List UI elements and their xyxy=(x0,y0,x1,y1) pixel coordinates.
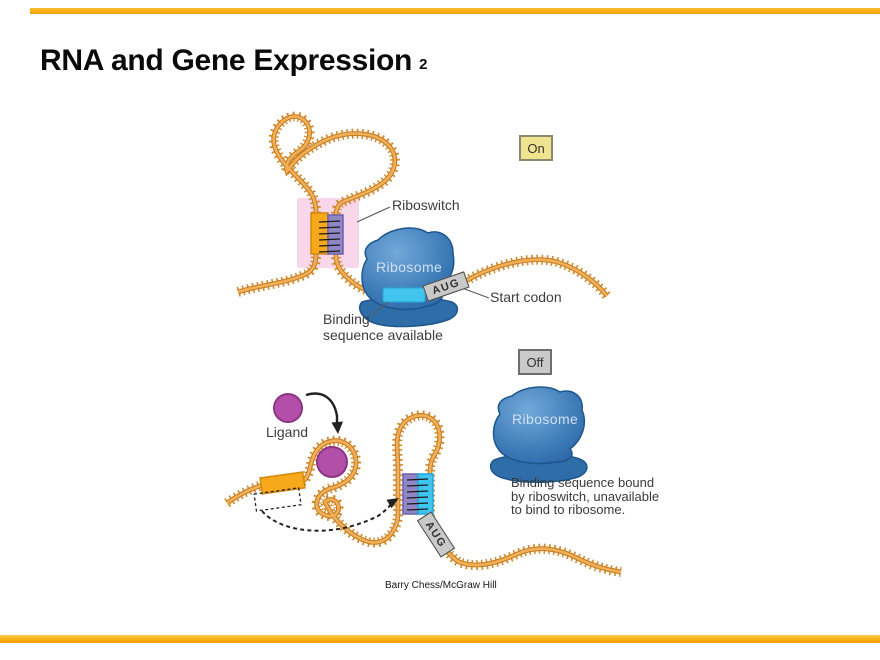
state-badge-on: On xyxy=(519,135,553,161)
binding-available-line2: sequence available xyxy=(323,326,443,343)
ribosome-label-on: Ribosome xyxy=(376,259,443,275)
base-pair-hatching-top xyxy=(318,220,341,253)
ribosome-label-off: Ribosome xyxy=(512,411,579,427)
ligand-label: Ligand xyxy=(266,424,309,440)
bottom-accent-bar xyxy=(0,635,880,643)
title-slide-number: 2 xyxy=(419,56,428,73)
off-badge-label: Off xyxy=(526,354,544,370)
top-accent-bar xyxy=(30,8,880,14)
conformation-change-arrow xyxy=(261,498,399,532)
binding-sequence-available-label: Binding sequence available xyxy=(323,311,443,343)
start-codon-label: Start codon xyxy=(490,289,562,305)
image-credit: Barry Chess/McGraw Hill xyxy=(385,580,497,591)
binding-available-line1: Binding xyxy=(323,311,370,327)
state-badge-off: Off xyxy=(518,349,552,375)
ribosome-large-subunit-off xyxy=(492,386,586,465)
caption-line2: by riboswitch, unavailable xyxy=(511,488,660,504)
riboswitch-leader-line xyxy=(356,206,391,223)
binding-sequence-leader-line xyxy=(369,301,389,317)
on-badge-label: On xyxy=(527,140,545,156)
riboswitch-label: Riboswitch xyxy=(392,197,460,213)
title-text: RNA and Gene Expression xyxy=(40,44,413,77)
base-pair-hatching-bottom xyxy=(406,478,429,511)
caption-line3: to bind to ribosome. xyxy=(511,502,626,518)
page-title: RNA and Gene Expression 2 xyxy=(40,44,427,78)
ligand-molecule-free xyxy=(273,393,303,423)
ligand-binding-arrow xyxy=(305,392,343,434)
binding-sequence-segment-on xyxy=(382,287,426,303)
riboswitch-purple-segment xyxy=(327,214,344,255)
former-position-dashed-box xyxy=(253,487,302,512)
caption-line1: Binding sequence bound xyxy=(511,475,655,490)
off-state-caption: Binding sequence bound by riboswitch, un… xyxy=(511,476,659,517)
start-codon-leader-line xyxy=(461,287,490,299)
ligand-molecule-bound xyxy=(316,446,348,478)
